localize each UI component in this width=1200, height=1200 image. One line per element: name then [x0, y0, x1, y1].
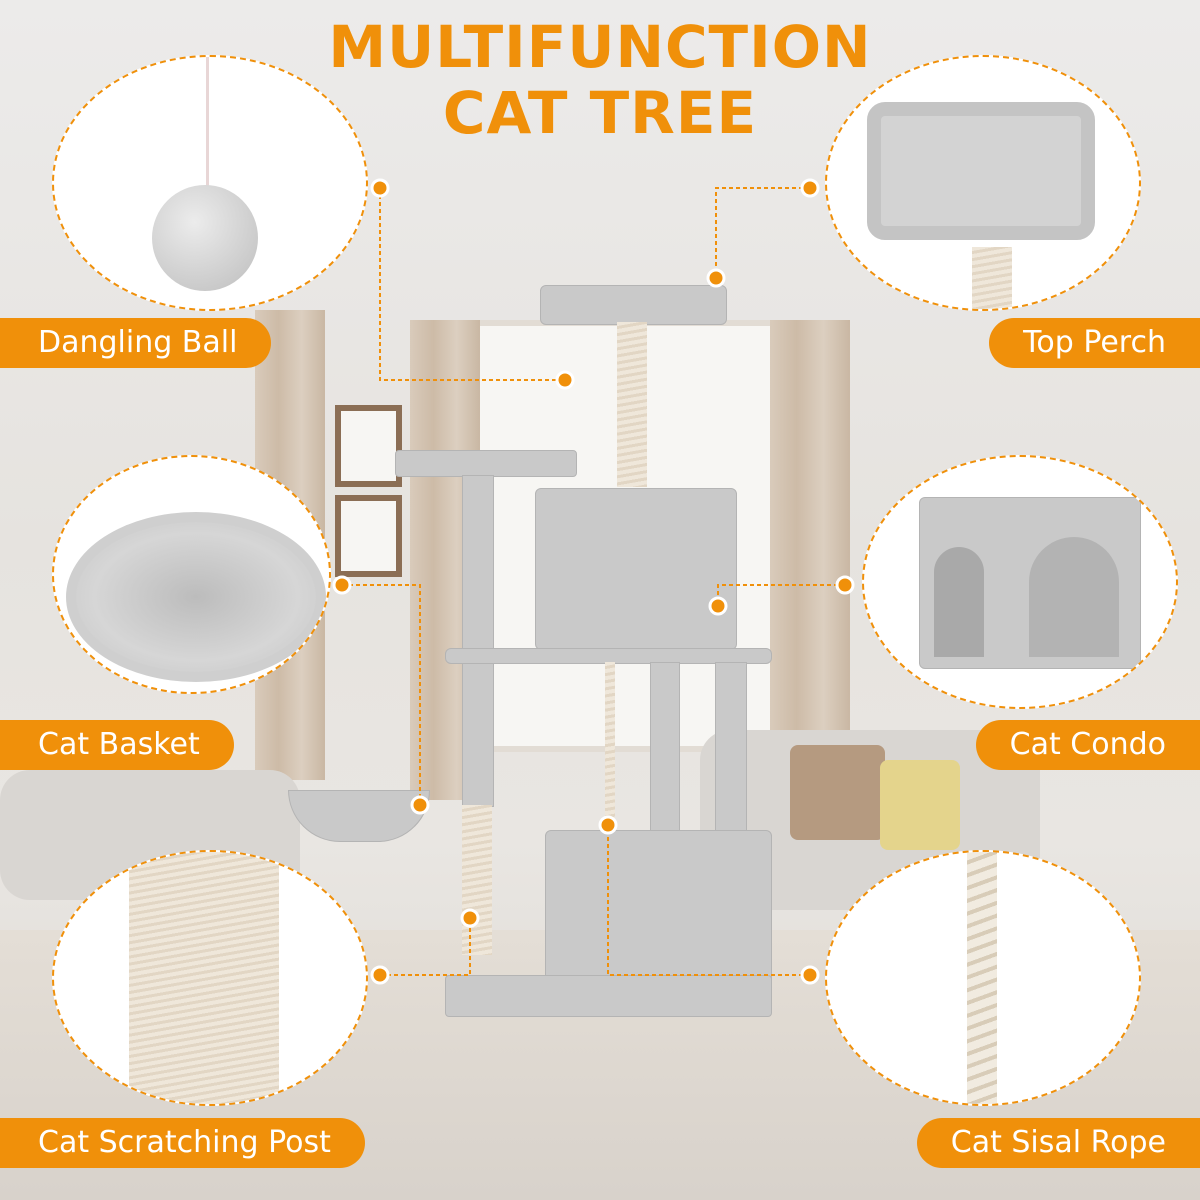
cushion: [880, 760, 960, 850]
support-post: [715, 662, 747, 854]
connector-cat-basket: [342, 584, 421, 805]
wall-picture: [335, 405, 402, 487]
cushion: [790, 745, 885, 840]
connector-top-perch: [715, 187, 810, 278]
ball-string: [206, 57, 209, 187]
base-platform: [445, 975, 772, 1017]
label-cat-condo: Cat Condo: [975, 720, 1200, 770]
ball-image: [152, 185, 258, 291]
dot-sisal-rope: [800, 965, 820, 985]
detail-cat-condo: [862, 455, 1178, 709]
title-line-2: CAT TREE: [442, 79, 758, 147]
basket-image: [66, 512, 326, 682]
dot-cat-condo: [835, 575, 855, 595]
label-cat-basket: Cat Basket: [0, 720, 234, 770]
detail-top-perch: [825, 55, 1141, 311]
detail-sisal-rope: [825, 850, 1141, 1106]
sisal-rope: [605, 662, 615, 842]
condo-arch: [934, 547, 984, 657]
upper-condo: [535, 488, 737, 650]
dot-dangling-ball: [370, 178, 390, 198]
detail-dangling-ball: [52, 55, 368, 311]
sisal-post: [617, 322, 647, 487]
perch-post: [972, 247, 1012, 309]
dot-scratching-post: [370, 965, 390, 985]
detail-scratching-post: [52, 850, 368, 1106]
connector-cat-condo: [717, 584, 845, 606]
label-dangling-ball: Dangling Ball: [0, 318, 272, 368]
connector-dangling-ball: [379, 188, 565, 381]
dot-top-perch: [800, 178, 820, 198]
connector-sisal-rope: [607, 825, 810, 976]
detail-cat-basket: [52, 455, 331, 694]
curtain: [770, 320, 850, 800]
cat-basket: [288, 790, 430, 842]
scratching-post: [462, 805, 492, 955]
label-top-perch: Top Perch: [989, 318, 1200, 368]
wall-picture: [335, 495, 402, 577]
condo-arch: [1029, 537, 1119, 657]
side-platform: [395, 450, 577, 477]
perch-image: [867, 102, 1095, 240]
post-image: [129, 852, 279, 1104]
label-cat-scratching-post: Cat Scratching Post: [0, 1118, 365, 1168]
title-line-1: MULTIFUNCTION: [328, 13, 872, 81]
support-post: [650, 662, 680, 844]
label-cat-sisal-rope: Cat Sisal Rope: [916, 1118, 1200, 1168]
support-post: [462, 475, 494, 807]
dot-cat-basket: [332, 575, 352, 595]
connector-scratching-post: [380, 918, 471, 976]
rope-image: [967, 852, 997, 1104]
